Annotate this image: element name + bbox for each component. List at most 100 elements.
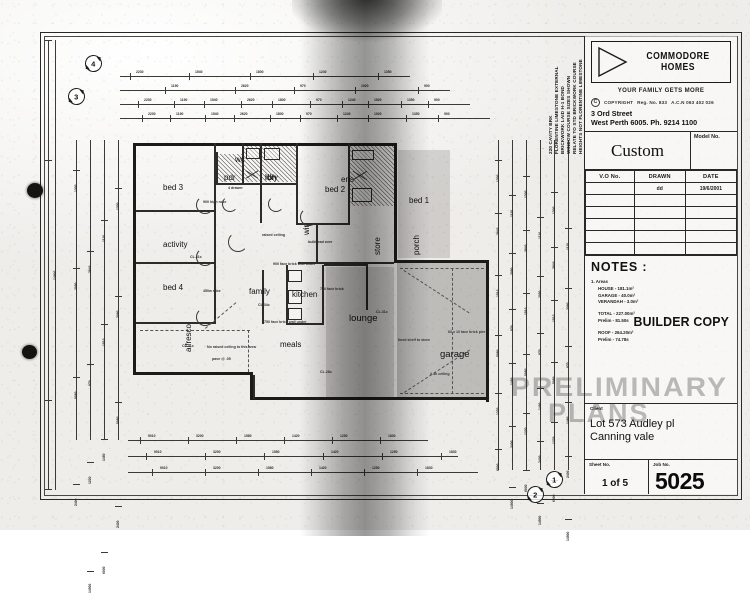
dimension-text: 3200 xyxy=(196,434,204,438)
area-garage: GARAGE - 40.0m² xyxy=(598,292,636,298)
dimension-tick xyxy=(551,247,558,248)
revision-cell-5-1 xyxy=(633,242,686,255)
dimension-text: 1460 xyxy=(566,416,570,424)
dimension-text: 2620 xyxy=(241,84,249,88)
revision-row[interactable] xyxy=(585,230,738,243)
dimension-tick xyxy=(565,519,572,520)
client-address: Lot 573 Audley pl Canning vale xyxy=(590,418,732,445)
right-dimension-line-6 xyxy=(568,140,569,470)
revision-cell-2-0 xyxy=(585,206,635,219)
room-label-activity: activity xyxy=(163,240,188,249)
dimension-tick xyxy=(140,437,141,444)
dimension-tick xyxy=(380,437,381,444)
dimension-tick xyxy=(73,377,80,378)
dimension-tick xyxy=(523,354,530,355)
notes-heading: NOTES : xyxy=(591,260,648,274)
wall-lounge-west xyxy=(322,265,324,325)
punch-hole-bottom xyxy=(22,345,37,359)
dimension-tick xyxy=(101,552,108,553)
ensuite-bath xyxy=(352,188,372,202)
alfresco-outline-n xyxy=(140,330,250,331)
company-name-line2: HOMES xyxy=(660,61,696,73)
dimension-tick xyxy=(138,101,139,108)
dimension-text: 1110 xyxy=(510,209,514,217)
dimension-text: 1510 xyxy=(496,289,500,297)
overall-left-dimension-text: 14600 xyxy=(53,270,57,280)
dimension-tick xyxy=(323,453,324,460)
dimension-tick xyxy=(101,220,108,221)
wall-garage-south xyxy=(447,397,489,400)
revision-header-0: V.O No. xyxy=(585,170,635,183)
wall-wir-south xyxy=(298,262,394,264)
dimension-tick xyxy=(537,441,544,442)
dimension-text: 2620 xyxy=(240,112,248,116)
dimension-text: 970 xyxy=(316,98,322,102)
dimension-text: 1350 xyxy=(412,112,420,116)
laundry-trough xyxy=(264,148,280,160)
plan-annotation-17: 60 x 10 face brick pier xyxy=(448,330,486,334)
dimension-tick xyxy=(342,101,343,108)
dimension-tick xyxy=(189,73,190,80)
right-dimension-line-4 xyxy=(540,140,541,470)
plan-annotation-12: 750 face brick wall under xyxy=(264,320,307,324)
dimension-text: 9010 xyxy=(148,434,156,438)
dimension-text: 3640 xyxy=(524,244,528,252)
dimension-tick xyxy=(300,115,301,122)
dimension-tick xyxy=(509,309,516,310)
revision-cell-4-0 xyxy=(585,230,635,243)
dimension-text: 1190 xyxy=(171,84,179,88)
revision-cell-3-1 xyxy=(633,218,686,231)
dimension-text: 2230 xyxy=(144,98,152,102)
model-no-cell: Model No. xyxy=(691,132,737,169)
dimension-text: 3640 xyxy=(552,261,556,269)
dimension-text: 5080 xyxy=(496,349,500,357)
room-label-wir: wir xyxy=(302,224,311,235)
dimension-tick xyxy=(337,115,338,122)
dimension-text: 900 xyxy=(424,84,430,88)
plan-annotation-4: CL.28c xyxy=(345,262,357,266)
revision-cell-5-2 xyxy=(684,242,738,255)
plan-annotation-3: CL.28c xyxy=(320,370,332,374)
dimension-text: 1220 xyxy=(88,476,92,484)
revision-header-1: DRAWN xyxy=(633,170,686,183)
dimension-tick xyxy=(565,228,572,229)
revision-row[interactable] xyxy=(585,206,738,219)
kitchen-sink xyxy=(288,270,302,282)
revision-cell-2-1 xyxy=(633,206,686,219)
dim-tick xyxy=(45,489,52,490)
wall-lounge-north xyxy=(324,264,368,266)
lounge-roof-shading xyxy=(326,267,394,397)
revision-cell-1-0 xyxy=(585,194,635,207)
revision-row[interactable] xyxy=(585,242,738,255)
dimension-text: 1250 xyxy=(340,434,348,438)
dimension-tick xyxy=(551,362,558,363)
dimension-tick xyxy=(401,101,402,108)
spec-bullet-dots: ·· xyxy=(542,146,558,152)
dimension-tick xyxy=(101,439,108,440)
wall-bed3-east xyxy=(214,143,216,213)
revision-row[interactable] xyxy=(585,218,738,231)
dimension-text: 1830 xyxy=(388,434,396,438)
spec-line-3: WINDOW COURSE SIZES SHOWN xyxy=(566,75,571,154)
dimension-tick xyxy=(115,402,122,403)
area-house: HOUSE - 181.1m² xyxy=(598,285,634,291)
room-label-bed-4: bed 4 xyxy=(163,283,184,292)
left-dimension-line-4 xyxy=(118,140,119,440)
dimension-tick xyxy=(130,73,131,80)
dimension-text: 2230 xyxy=(136,70,144,74)
dimension-text: 5080 xyxy=(116,416,120,424)
door-swing-activity xyxy=(196,248,214,266)
notes-item-label: 1. Areas xyxy=(591,279,608,284)
dimension-text: 1420 xyxy=(292,434,300,438)
dimension-text: 5080 xyxy=(552,376,556,384)
area-total-prelim: Prelim - 81.50s xyxy=(598,318,629,324)
copyright-text: COPYRIGHT xyxy=(604,100,634,105)
dimension-text: 6000 xyxy=(496,463,500,471)
dimension-text: 14500 xyxy=(88,583,92,593)
revision-cell-5-0 xyxy=(585,242,635,255)
plan-annotation-7: 450w robe xyxy=(203,289,221,293)
revision-row[interactable] xyxy=(585,194,738,207)
plan-annotation-14: 750 face brick xyxy=(320,287,344,291)
dimension-tick xyxy=(537,276,544,277)
